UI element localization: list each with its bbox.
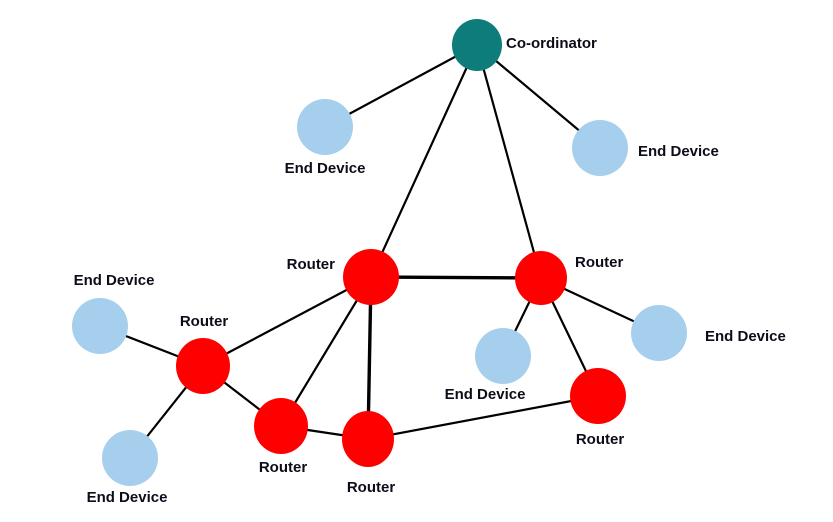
node-ed-center[interactable] <box>475 328 531 384</box>
node-label-ed-left: End Device <box>74 272 155 289</box>
node-router-mid-left[interactable] <box>343 249 399 305</box>
node-label-router-left: Router <box>180 313 228 330</box>
edge-router-bottom-center-to-router-bottom-right <box>366 394 600 441</box>
node-router-mid-right[interactable] <box>515 251 567 305</box>
node-label-router-mid-left: Router <box>287 256 335 273</box>
node-coordinator[interactable] <box>452 19 502 71</box>
edge-router-mid-left-to-router-bottom-left-inner <box>279 275 373 428</box>
node-label-router-bottom-center: Router <box>347 479 395 496</box>
node-ed-bottom-left[interactable] <box>102 430 158 486</box>
edge-router-mid-left-to-router-mid-right <box>369 275 543 280</box>
node-ed-right[interactable] <box>631 305 687 361</box>
node-label-router-mid-right: Router <box>575 254 623 271</box>
node-label-ed-bottom-left: End Device <box>87 489 168 506</box>
node-label-router-bottom-left-inner: Router <box>259 459 307 476</box>
nodes-layer <box>72 19 687 486</box>
node-label-ed-center: End Device <box>445 386 526 403</box>
node-label-ed-right: End Device <box>705 328 786 345</box>
node-ed-top-right[interactable] <box>572 120 628 176</box>
node-label-ed-top-right: End Device <box>638 143 719 160</box>
node-router-bottom-right[interactable] <box>570 368 626 424</box>
edge-coordinator-to-router-mid-left <box>369 43 479 279</box>
edge-router-mid-left-to-router-left <box>201 275 373 368</box>
node-router-bottom-left-inner[interactable] <box>254 398 308 454</box>
node-router-bottom-center[interactable] <box>342 411 394 467</box>
node-router-left[interactable] <box>176 338 230 394</box>
edge-coordinator-to-ed-top-left <box>323 43 479 129</box>
node-label-coordinator: Co-ordinator <box>506 35 597 52</box>
edge-coordinator-to-router-mid-right <box>475 43 543 280</box>
node-label-ed-top-left: End Device <box>285 160 366 177</box>
node-ed-top-left[interactable] <box>297 99 353 155</box>
node-label-router-bottom-right: Router <box>576 431 624 448</box>
node-ed-left[interactable] <box>72 298 128 354</box>
